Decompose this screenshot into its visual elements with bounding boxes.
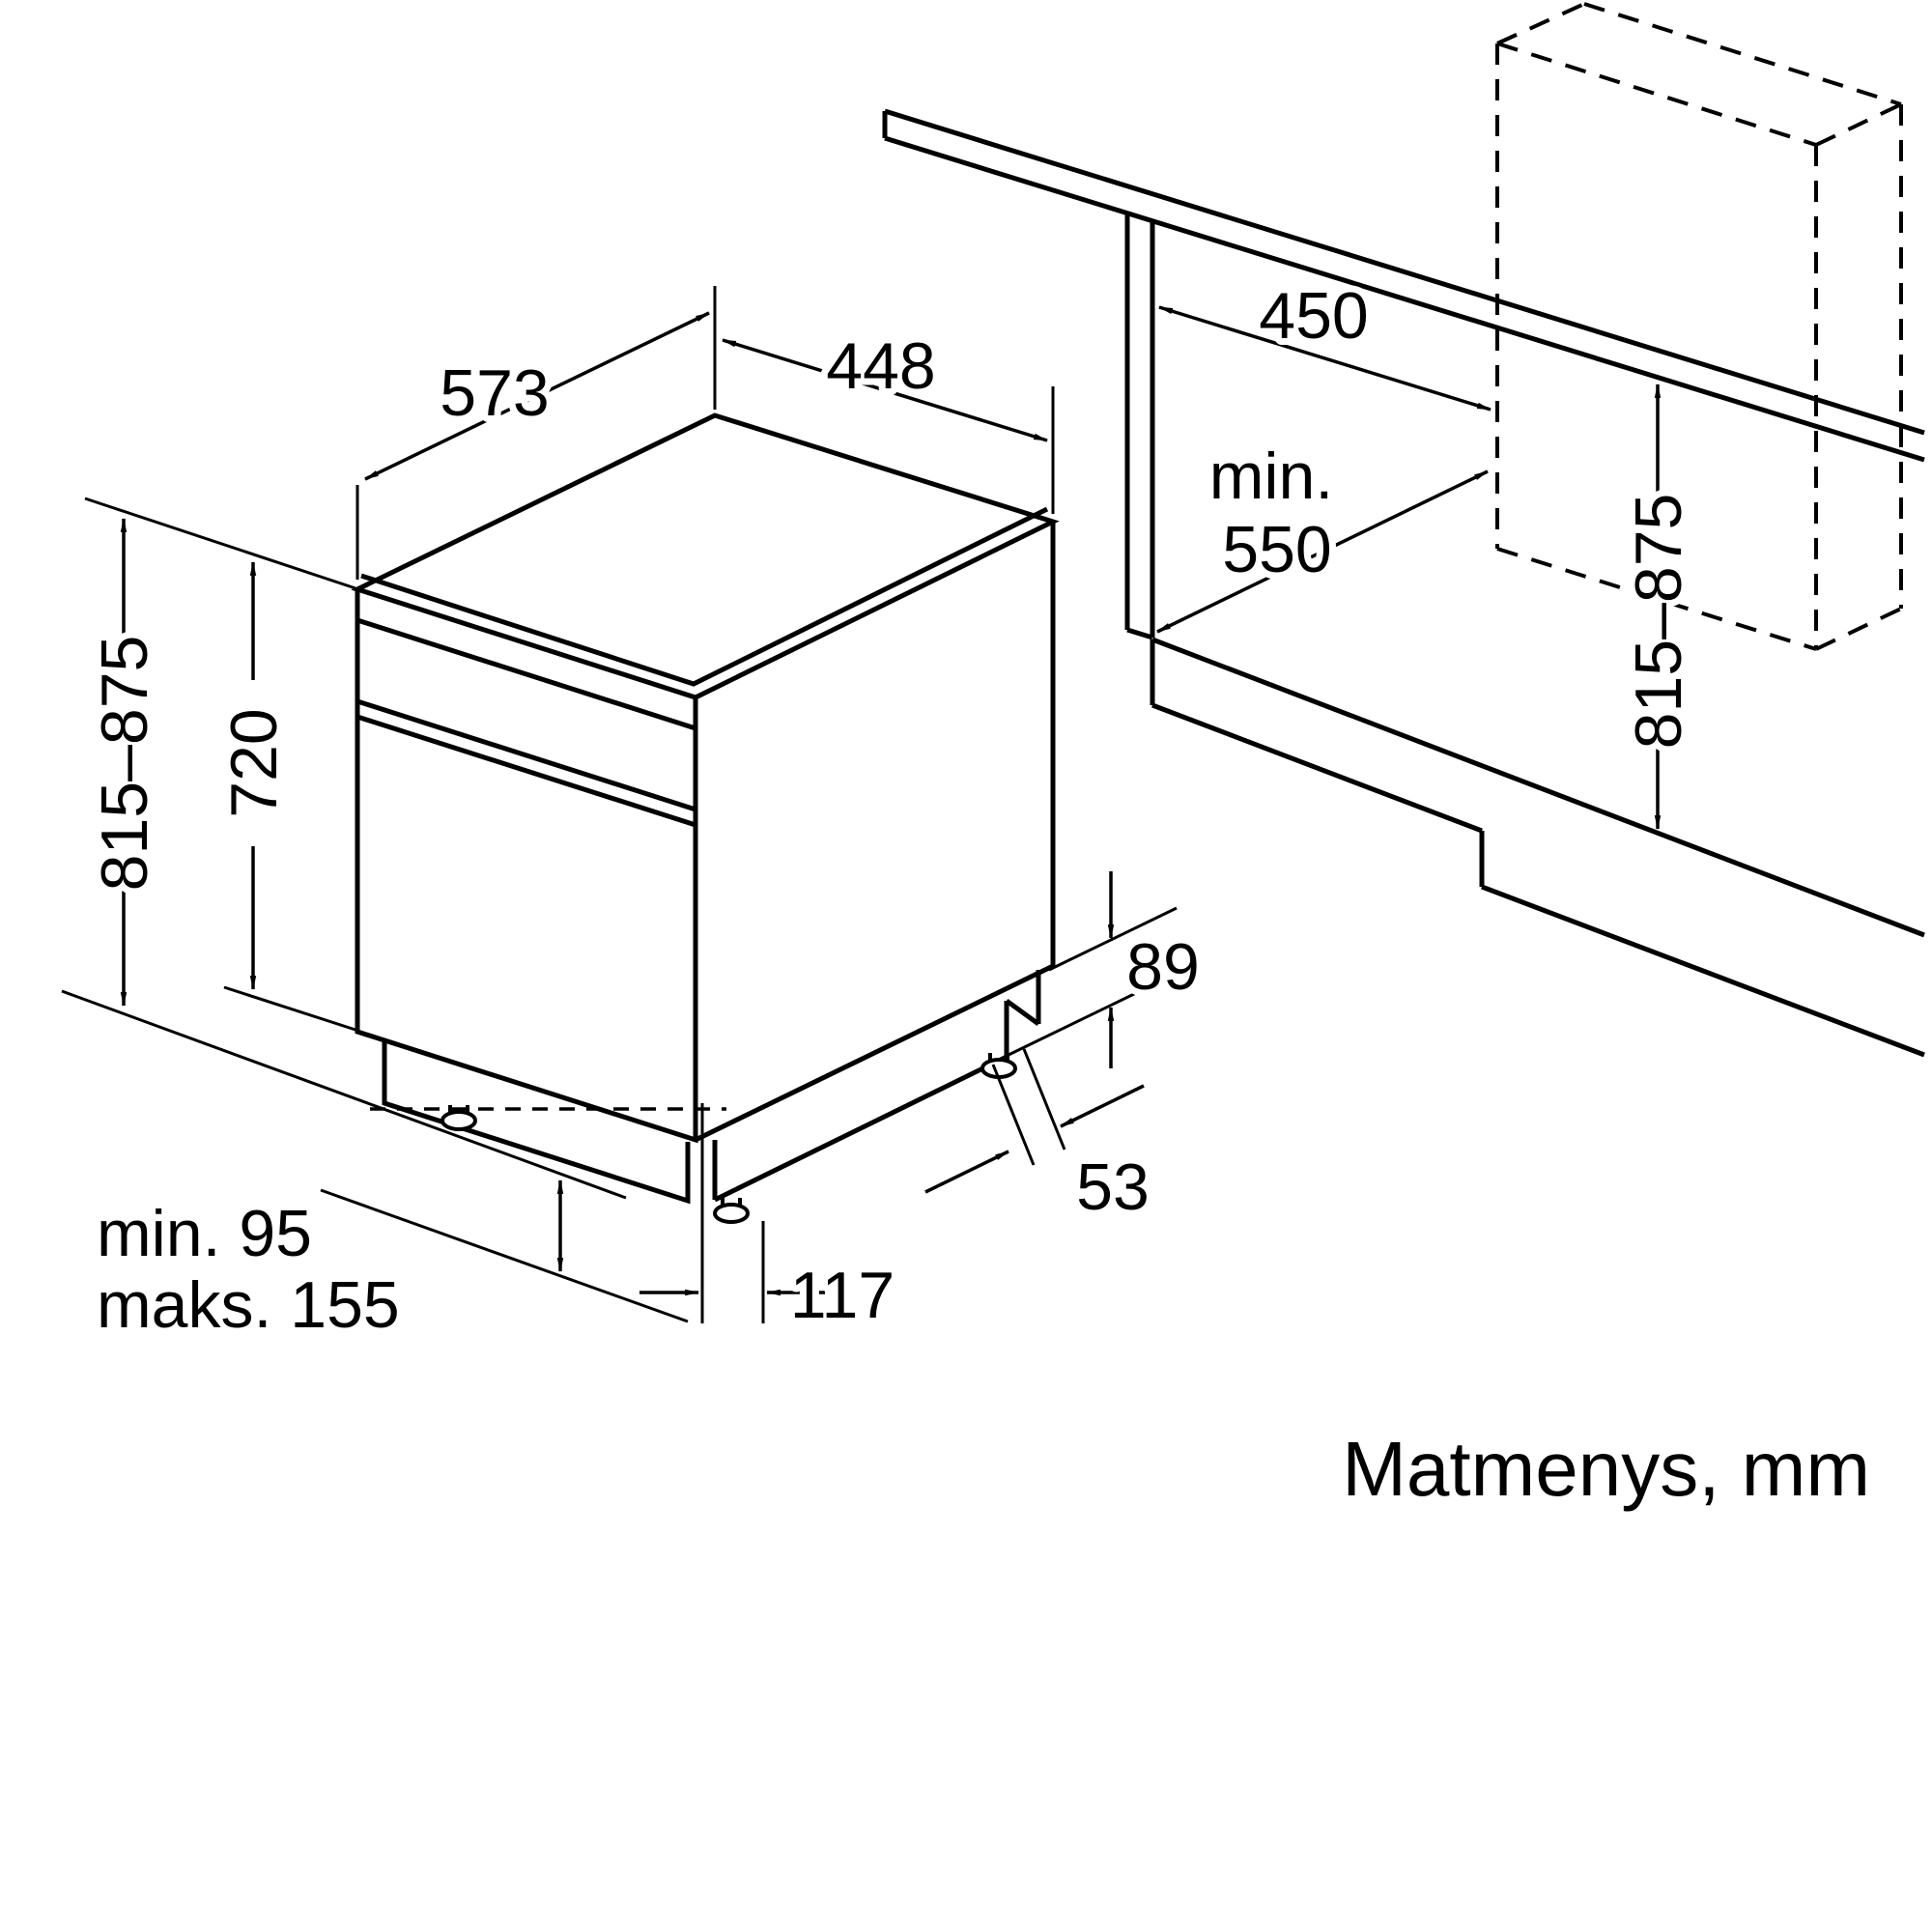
label-niche-depth-prefix: min. <box>1209 440 1333 513</box>
dim-side-offset-ext <box>991 1048 1066 1166</box>
label-adjust-min: min. 95 <box>97 1197 312 1270</box>
dim-plinth-step: 89 <box>1008 871 1207 1068</box>
dishwasher-drawing <box>351 412 1060 1224</box>
front-left-foot <box>440 1110 477 1131</box>
label-body-height: 720 <box>217 708 291 817</box>
dim-top-width: 448 <box>721 323 1055 514</box>
dimension-annotations: 573 448 450 min. 550 815–875 <box>61 272 1702 1349</box>
cabinet-drawing <box>882 2 1925 1058</box>
dishwasher-plinth <box>382 970 1041 1205</box>
niche-side-panel <box>1124 213 1155 640</box>
label-top-depth: 573 <box>440 356 549 430</box>
dim-body-height: 720 <box>211 560 356 1032</box>
dim-side-offset-left <box>924 1150 1009 1194</box>
niche-cavity-hidden-edges <box>1495 2 1903 651</box>
label-niche-depth-value: 550 <box>1222 513 1331 586</box>
label-niche-height: 815–875 <box>1622 494 1695 750</box>
dim-overall-height: 815–875 <box>61 497 627 1200</box>
dishwasher-control-panel-lines <box>356 617 696 828</box>
label-adjust-max: maks. 155 <box>97 1268 400 1342</box>
dim-niche-width: 450 <box>1157 272 1492 412</box>
dim-niche-width-line <box>1157 305 1492 412</box>
label-side-offset: 53 <box>1076 1151 1150 1224</box>
dishwasher-outline <box>351 412 1060 1144</box>
units-caption: Matmenys, mm <box>1342 1426 1870 1512</box>
foot-stems <box>448 1053 1009 1207</box>
dim-niche-depth-line <box>1156 469 1489 634</box>
dim-niche-depth: min. 550 <box>1156 433 1489 634</box>
dim-niche-height: 815–875 <box>1615 383 1702 831</box>
cabinet-base <box>1150 637 1925 1058</box>
front-foot <box>713 1203 750 1224</box>
label-niche-width: 450 <box>1259 279 1368 353</box>
dim-top-depth: 573 <box>355 286 717 580</box>
dim-top-depth-ext <box>355 286 717 580</box>
worktop-lines <box>882 108 1925 463</box>
dim-foot-offset: 117 <box>639 1103 901 1339</box>
adjustable-feet <box>440 1053 1017 1224</box>
dim-foot-adjustment-ext <box>320 1188 689 1323</box>
dim-foot-offset-ext <box>700 1103 765 1323</box>
dishwasher-top-rim <box>360 506 1049 687</box>
label-overall-height: 815–875 <box>88 636 161 892</box>
dim-top-width-line <box>721 338 1049 442</box>
label-foot-offset: 117 <box>790 1259 895 1332</box>
dim-side-offset: 53 <box>924 1048 1156 1231</box>
label-plinth-step: 89 <box>1126 930 1200 1004</box>
dim-side-offset-right <box>1060 1084 1145 1128</box>
side-foot <box>980 1058 1017 1079</box>
dim-foot-adjustment: min. 95 maks. 155 <box>90 1179 689 1349</box>
dim-top-depth-line <box>364 311 710 481</box>
label-top-width: 448 <box>826 329 935 403</box>
dim-overall-height-ext <box>61 497 627 1200</box>
dim-body-height-ext <box>223 985 356 1032</box>
